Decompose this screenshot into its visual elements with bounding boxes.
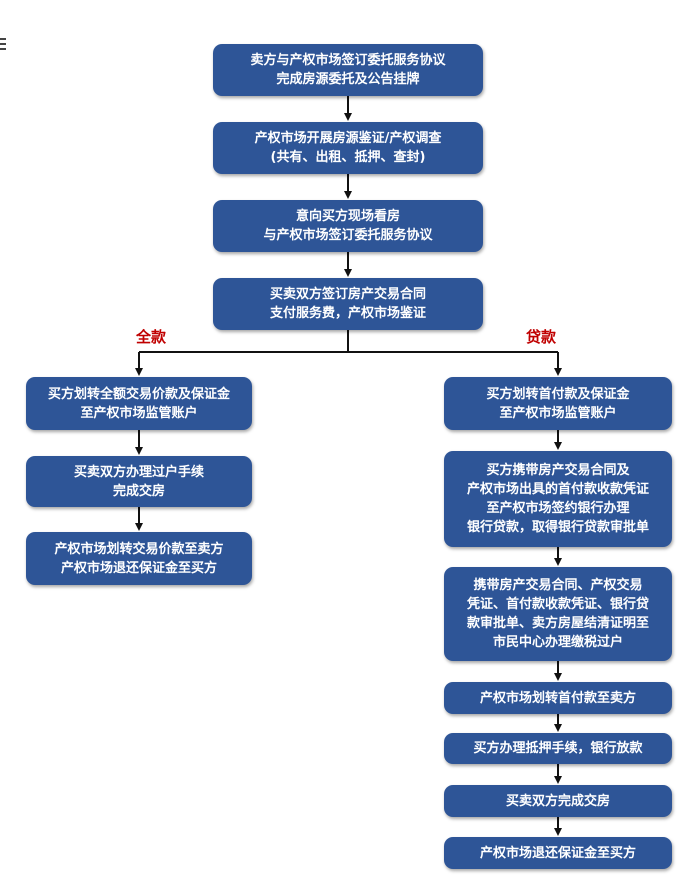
step-text: 款审批单、卖方房屋结清证明至 bbox=[466, 616, 649, 631]
step-text: 完成房源委托及公告挂牌 bbox=[276, 72, 420, 87]
step-text: 意向买方现场看房 bbox=[295, 209, 400, 224]
edge-marks bbox=[0, 38, 6, 53]
step-text: 支付服务费，产权市场鉴证 bbox=[269, 306, 426, 321]
step-box-viewing: 意向买方现场看房 与产权市场签订委托服务协议 bbox=[213, 200, 483, 252]
step-box-verification: 产权市场开展房源鉴证/产权调查 (共有、出租、抵押、查封) bbox=[213, 122, 483, 174]
step-box-tax-transfer: 携带房产交易合同、产权交易 凭证、首付款收款凭证、银行贷 款审批单、卖方房屋结清… bbox=[444, 567, 672, 661]
step-text: 买卖双方办理过户手续 bbox=[73, 464, 204, 480]
step-text: 买方划转首付款及保证金 bbox=[486, 386, 630, 402]
step-text: 产权市场出具的首付款收款凭证 bbox=[466, 482, 649, 497]
step-box-settlement-full: 产权市场划转交易价款至卖方 产权市场退还保证金至买方 bbox=[26, 532, 252, 585]
step-box-down-payment: 买方划转首付款及保证金 至产权市场监管账户 bbox=[444, 377, 672, 430]
step-text: 产权市场划转首付款至卖方 bbox=[479, 690, 636, 706]
step-text: 凭证、首付款收款凭证、银行贷 bbox=[466, 597, 649, 612]
step-box-down-payment-release: 产权市场划转首付款至卖方 bbox=[444, 682, 672, 714]
step-text: 产权市场划转交易价款至卖方 bbox=[54, 541, 224, 557]
step-box-deposit-refund: 产权市场退还保证金至买方 bbox=[444, 837, 672, 869]
step-text: 买卖双方签订房产交易合同 bbox=[269, 287, 426, 302]
step-text: 市民中心办理缴税过户 bbox=[492, 635, 623, 650]
step-text: 银行贷款，取得银行贷款审批单 bbox=[466, 520, 649, 535]
step-text: 买方办理抵押手续，银行放款 bbox=[473, 741, 643, 756]
step-text: 产权市场退还保证金至买方 bbox=[479, 845, 636, 861]
step-text: 产权市场开展房源鉴证/产权调查 bbox=[254, 131, 442, 146]
step-box-mortgage: 买方办理抵押手续，银行放款 bbox=[444, 733, 672, 764]
step-text: 卖方与产权市场签订委托服务协议 bbox=[250, 53, 446, 68]
branch-label-full: 全款 bbox=[136, 328, 167, 346]
step-box-full-payment: 买方划转全额交易价款及保证金 至产权市场监管账户 bbox=[26, 377, 252, 430]
step-text: 与产权市场签订委托服务协议 bbox=[263, 228, 433, 243]
step-text: 买卖双方完成交房 bbox=[505, 793, 610, 809]
step-box-entrust: 卖方与产权市场签订委托服务协议 完成房源委托及公告挂牌 bbox=[213, 44, 483, 96]
step-box-transfer-ownership: 买卖双方办理过户手续 完成交房 bbox=[26, 456, 252, 507]
step-text: 买方携带房产交易合同及 bbox=[486, 463, 630, 478]
step-text: 至产权市场监管账户 bbox=[80, 405, 198, 421]
step-text: 完成交房 bbox=[112, 483, 165, 499]
step-text: (共有、出租、抵押、查封) bbox=[270, 150, 426, 165]
step-text: 产权市场退还保证金至买方 bbox=[60, 560, 217, 576]
step-text: 至产权市场签约银行办理 bbox=[486, 501, 630, 516]
step-text: 携带房产交易合同、产权交易 bbox=[473, 578, 643, 593]
step-box-handover: 买卖双方完成交房 bbox=[444, 785, 672, 817]
step-text: 至产权市场监管账户 bbox=[499, 405, 617, 421]
step-box-contract: 买卖双方签订房产交易合同 支付服务费，产权市场鉴证 bbox=[213, 278, 483, 330]
branch-label-loan: 贷款 bbox=[526, 328, 557, 346]
step-box-bank-loan: 买方携带房产交易合同及 产权市场出具的首付款收款凭证 至产权市场签约银行办理 银… bbox=[444, 451, 672, 547]
step-text: 买方划转全额交易价款及保证金 bbox=[47, 386, 230, 402]
